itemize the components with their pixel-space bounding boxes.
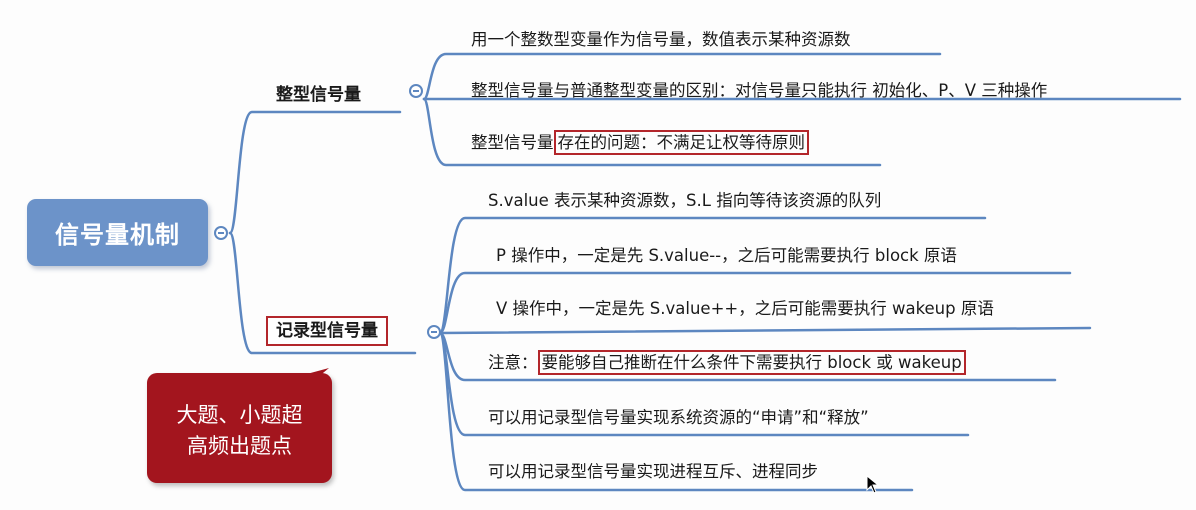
record-leaf-3-text: V 操作中，一定是先 S.value++，之后可能需要执行 wakeup 原语 [496,299,994,318]
connector-integer-leaf-1 [422,52,942,101]
root-label: 信号量机制 [55,221,180,249]
record-leaf-4[interactable]: 注意：要能够自己推断在什么条件下需要执行 block 或 wakeup [488,350,966,375]
integer-leaf-1[interactable]: 用一个整数型变量作为信号量，数值表示某种资源数 [471,29,851,51]
integer-leaf-1-text: 用一个整数型变量作为信号量，数值表示某种资源数 [471,30,851,49]
callout-line-2: 高频出题点 [187,434,292,458]
record-leaf-1[interactable]: S.value 表示某种资源数，S.L 指向等待该资源的队列 [488,190,881,212]
record-leaf-4-highlight: 要能够自己推断在什么条件下需要执行 block 或 wakeup [537,350,966,375]
connector-record-leaf-3 [438,326,1092,335]
branch-integer-semaphore[interactable]: 整型信号量 [276,80,361,105]
connector-root-record [228,231,417,355]
branch-record-semaphore[interactable]: 记录型信号量 [266,316,388,346]
branch-record-label: 记录型信号量 [266,316,388,346]
record-leaf-2[interactable]: P 操作中，一定是先 S.value--，之后可能需要执行 block 原语 [496,245,957,267]
record-leaf-6-text: 可以用记录型信号量实现进程互斥、进程同步 [488,462,818,481]
integer-leaf-3-prefix: 整型信号量 [471,133,554,152]
integer-leaf-3[interactable]: 整型信号量存在的问题：不满足让权等待原则 [471,130,809,155]
record-leaf-5[interactable]: 可以用记录型信号量实现系统资源的“申请”和“释放” [488,407,869,429]
branch-integer-label: 整型信号量 [276,85,361,105]
root-node[interactable]: 信号量机制 [27,199,208,266]
connector-record-leaf-6 [438,331,914,492]
record-leaf-6[interactable]: 可以用记录型信号量实现进程互斥、进程同步 [488,461,818,483]
callout-line-1: 大题、小题超 [176,403,303,427]
exam-callout: 大题、小题超 高频出题点 [147,373,332,483]
connector-record-leaf-2 [438,271,1072,335]
integer-leaf-2-text: 整型信号量与普通整型变量的区别：对信号量只能执行 初始化、P、V 三种操作 [471,81,1048,100]
integer-leaf-3-highlight: 存在的问题：不满足让权等待原则 [553,130,809,155]
record-leaf-5-text: 可以用记录型信号量实现系统资源的“申请”和“释放” [488,408,869,427]
record-collapse-icon[interactable] [427,325,441,339]
record-leaf-3[interactable]: V 操作中，一定是先 S.value++，之后可能需要执行 wakeup 原语 [496,298,994,320]
connector-root-integer [228,110,402,235]
integer-leaf-2[interactable]: 整型信号量与普通整型变量的区别：对信号量只能执行 初始化、P、V 三种操作 [471,80,1047,102]
mouse-cursor-icon [866,475,880,494]
record-leaf-4-prefix: 注意： [488,353,538,372]
record-leaf-1-text: S.value 表示某种资源数，S.L 指向等待该资源的队列 [488,191,882,210]
integer-collapse-icon[interactable] [409,84,423,98]
connector-integer-leaf-3 [422,97,882,167]
root-collapse-icon[interactable] [214,226,228,240]
record-leaf-2-text: P 操作中，一定是先 S.value--，之后可能需要执行 block 原语 [496,246,957,265]
